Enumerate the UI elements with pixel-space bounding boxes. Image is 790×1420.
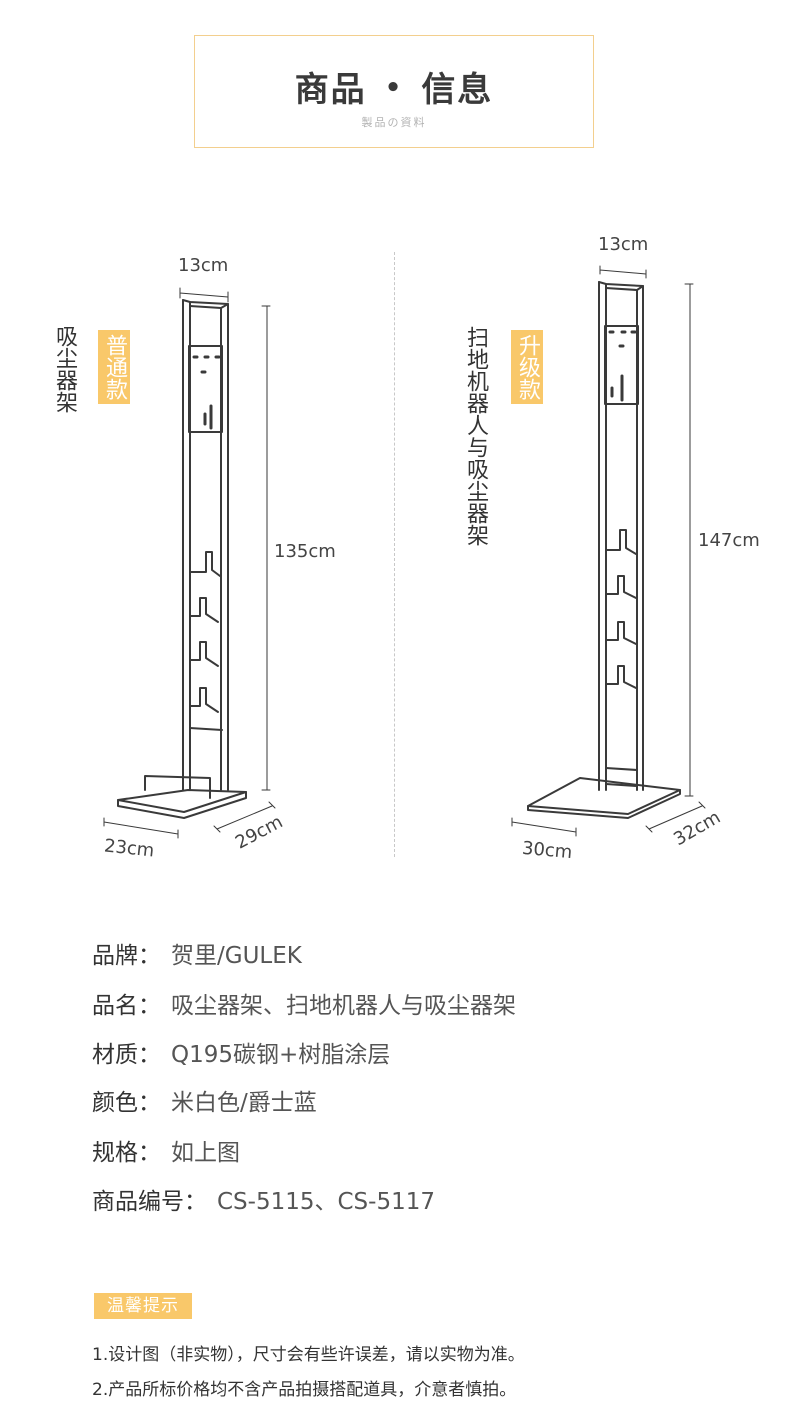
right-product-name: 扫地机器人与吸尘器架 <box>463 326 488 546</box>
right-top-bar <box>598 281 644 291</box>
spec-label: 材质： <box>92 1042 161 1068</box>
spec-value: CS-5115、CS-5117 <box>217 1189 435 1215</box>
spec-label: 商品编号： <box>92 1189 207 1215</box>
left-base-side <box>117 791 247 819</box>
spec-value: Q195碳钢+树脂涂层 <box>171 1042 391 1068</box>
left-hook-3 <box>189 641 219 667</box>
section-header: 商品 • 信息 製品の資料 <box>194 35 594 148</box>
left-rack-drawing <box>103 287 276 839</box>
right-width-dimline <box>599 265 647 279</box>
right-basewidth-dimline <box>511 817 577 837</box>
section-title: 商品 • 信息 <box>195 62 593 111</box>
spec-value: 如上图 <box>171 1140 240 1166</box>
spec-value: 吸尘器架、扫地机器人与吸尘器架 <box>171 993 516 1019</box>
right-product-tag: 升级款 <box>511 330 543 404</box>
title-left: 商品 <box>294 70 367 110</box>
right-crossbars <box>605 767 638 787</box>
right-base-top <box>527 777 681 815</box>
spec-label: 品名： <box>92 993 161 1019</box>
spec-value: 贺里/GULEK <box>171 943 302 969</box>
spec-row: 品牌： 贺里/GULEK <box>92 936 302 970</box>
left-crossbar <box>189 727 223 731</box>
spec-row: 颜色： 米白色/爵士蓝 <box>92 1083 317 1117</box>
left-height-dimline <box>261 305 271 791</box>
left-product-tag: 普通款 <box>98 330 130 404</box>
left-product-name: 吸尘器架 <box>52 325 77 413</box>
section-subtitle: 製品の資料 <box>361 116 427 129</box>
right-plate-holes <box>608 330 637 402</box>
tip-line: 1.设计图（非实物），尺寸会有些许误差，请以实物为准。 <box>92 1345 525 1365</box>
title-right: 信息 <box>421 70 494 110</box>
left-basedepth-dimline <box>213 801 276 833</box>
left-hook-4 <box>189 687 219 713</box>
product-line-drawing <box>103 265 706 839</box>
left-base-rail <box>144 775 211 799</box>
right-dim-width: 13cm <box>598 234 649 255</box>
right-hook-1 <box>605 529 637 555</box>
spec-row: 商品编号： CS-5115、CS-5117 <box>92 1182 435 1216</box>
diagram-divider <box>394 252 395 857</box>
spec-label: 规格： <box>92 1140 161 1166</box>
right-basedepth-dimline <box>645 801 706 833</box>
right-plate <box>604 325 639 405</box>
spec-row: 材质： Q195碳钢+树脂涂层 <box>92 1035 390 1069</box>
left-dim-height: 135cm <box>274 541 336 562</box>
right-height-dimline <box>684 283 694 797</box>
right-hook-2 <box>605 575 637 599</box>
tip-line: 2.产品所标价格均不含产品拍摄搭配道具，介意者慎拍。 <box>92 1380 517 1400</box>
right-dim-height: 147cm <box>698 530 760 551</box>
right-base-side <box>527 789 681 819</box>
left-dim-width: 13cm <box>178 255 229 276</box>
tips-tag: 温馨提示 <box>94 1293 192 1319</box>
title-dot: • <box>384 73 404 103</box>
spec-row: 规格： 如上图 <box>92 1133 240 1167</box>
left-width-dimline <box>179 287 229 303</box>
spec-value: 米白色/爵士蓝 <box>171 1090 317 1116</box>
left-plate-holes <box>192 355 221 430</box>
left-hook-2 <box>189 597 219 623</box>
right-hook-4 <box>605 665 637 689</box>
left-plate <box>188 345 223 433</box>
left-hook-1 <box>189 551 221 577</box>
left-basewidth-dimline <box>103 817 179 839</box>
spec-label: 品牌： <box>92 943 161 969</box>
left-top-bar <box>182 299 229 309</box>
spec-label: 颜色： <box>92 1090 161 1116</box>
right-hook-3 <box>605 621 637 645</box>
right-rack-drawing <box>511 265 706 837</box>
spec-row: 品名： 吸尘器架、扫地机器人与吸尘器架 <box>92 986 516 1020</box>
